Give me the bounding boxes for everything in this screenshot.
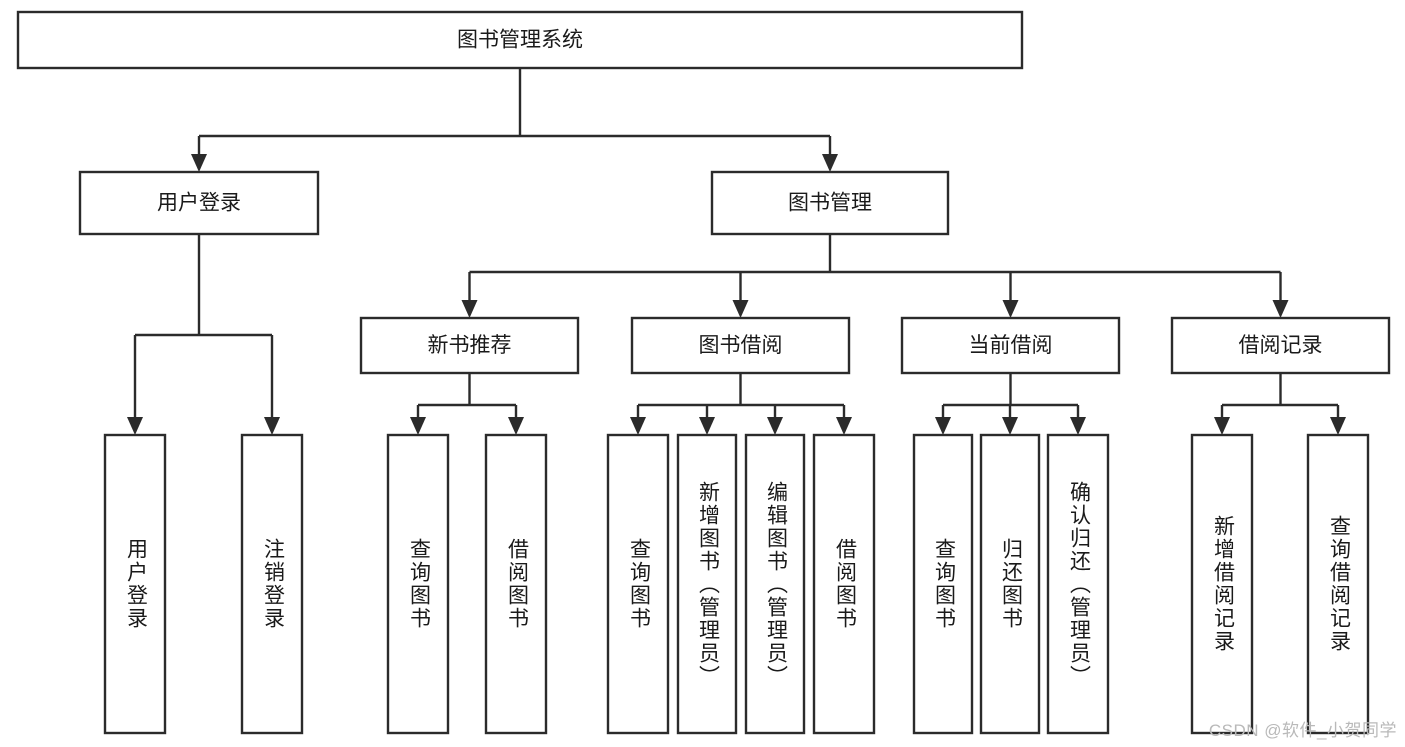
node-leaf-borrow-book-2[interactable]	[812, 433, 876, 735]
arrow-head-icon-book-borrow	[732, 300, 749, 318]
node-box-leaf-borrow-book-1	[484, 433, 548, 735]
node-borrow-record[interactable]: 借阅记录	[1170, 316, 1391, 375]
node-leaf-add-book[interactable]	[676, 433, 738, 735]
arrow-head-icon-leaf-return-book	[1002, 417, 1018, 435]
node-box-leaf-add-book	[676, 433, 738, 735]
node-box-leaf-logout-login	[240, 433, 304, 735]
node-box-leaf-edit-book	[744, 433, 806, 735]
node-current-borrow[interactable]: 当前借阅	[900, 316, 1121, 375]
node-leaf-add-borrow-record[interactable]	[1190, 433, 1254, 735]
node-leaf-borrow-book-1[interactable]	[484, 433, 548, 735]
node-label-root: 图书管理系统	[457, 29, 583, 52]
node-label-user-login: 用户登录	[157, 192, 241, 215]
node-box-book-manage	[710, 170, 950, 236]
arrow-head-icon-current-borrow	[1002, 300, 1019, 318]
node-leaf-return-book[interactable]	[979, 433, 1041, 735]
node-box-leaf-query-borrow-record	[1306, 433, 1370, 735]
arrow-head-icon-borrow-record	[1272, 300, 1289, 318]
node-leaf-query-book-3[interactable]	[912, 433, 974, 735]
arrow-head-icon-leaf-logout-login	[264, 417, 280, 435]
node-box-borrow-record	[1170, 316, 1391, 375]
node-new-book-recommend[interactable]: 新书推荐	[359, 316, 580, 375]
node-leaf-logout-login[interactable]	[240, 433, 304, 735]
node-box-root	[16, 10, 1024, 70]
node-box-current-borrow	[900, 316, 1121, 375]
arrow-head-icon-leaf-query-borrow-record	[1330, 417, 1346, 435]
node-box-leaf-query-book-3	[912, 433, 974, 735]
node-leaf-confirm-return[interactable]	[1046, 433, 1110, 735]
node-label-book-borrow: 图书借阅	[699, 334, 783, 357]
node-box-book-borrow	[630, 316, 851, 375]
node-user-login[interactable]: 用户登录	[78, 170, 320, 236]
arrow-head-icon-leaf-confirm-return	[1070, 417, 1086, 435]
node-book-borrow[interactable]: 图书借阅	[630, 316, 851, 375]
node-box-leaf-return-book	[979, 433, 1041, 735]
node-box-leaf-query-book-2	[606, 433, 670, 735]
node-label-current-borrow: 当前借阅	[969, 334, 1053, 357]
arrow-head-icon-new-book-recommend	[461, 300, 478, 318]
arrow-head-icon-leaf-borrow-book-1	[508, 417, 524, 435]
node-box-leaf-query-book-1	[386, 433, 450, 735]
arrow-head-icon-leaf-user-login	[127, 417, 143, 435]
node-box-leaf-confirm-return	[1046, 433, 1110, 735]
node-label-book-manage: 图书管理	[788, 192, 872, 215]
arrow-head-icon-user-login	[191, 154, 207, 172]
node-label-borrow-record: 借阅记录	[1239, 334, 1323, 357]
arrow-head-icon-leaf-query-book-3	[935, 417, 951, 435]
node-label-new-book-recommend: 新书推荐	[428, 334, 512, 357]
arrow-head-icon-leaf-borrow-book-2	[836, 417, 852, 435]
node-root[interactable]: 图书管理系统	[16, 10, 1024, 70]
node-box-new-book-recommend	[359, 316, 580, 375]
watermark-text: CSDN @软件_小贺同学	[1208, 721, 1397, 740]
node-leaf-query-book-1[interactable]	[386, 433, 450, 735]
arrow-head-icon-book-manage	[822, 154, 838, 172]
arrow-head-icon-leaf-query-book-2	[630, 417, 646, 435]
node-leaf-edit-book[interactable]	[744, 433, 806, 735]
connectors-layer	[127, 68, 1346, 435]
arrow-head-icon-leaf-query-book-1	[410, 417, 426, 435]
node-box-user-login	[78, 170, 320, 236]
arrow-head-icon-leaf-edit-book	[767, 417, 783, 435]
node-box-leaf-user-login	[103, 433, 167, 735]
node-box-leaf-add-borrow-record	[1190, 433, 1254, 735]
arrow-head-icon-leaf-add-book	[699, 417, 715, 435]
node-book-manage[interactable]: 图书管理	[710, 170, 950, 236]
node-box-leaf-borrow-book-2	[812, 433, 876, 735]
node-leaf-user-login[interactable]	[103, 433, 167, 735]
node-leaf-query-book-2[interactable]	[606, 433, 670, 735]
node-leaf-query-borrow-record[interactable]	[1306, 433, 1370, 735]
arrow-head-icon-leaf-add-borrow-record	[1214, 417, 1230, 435]
